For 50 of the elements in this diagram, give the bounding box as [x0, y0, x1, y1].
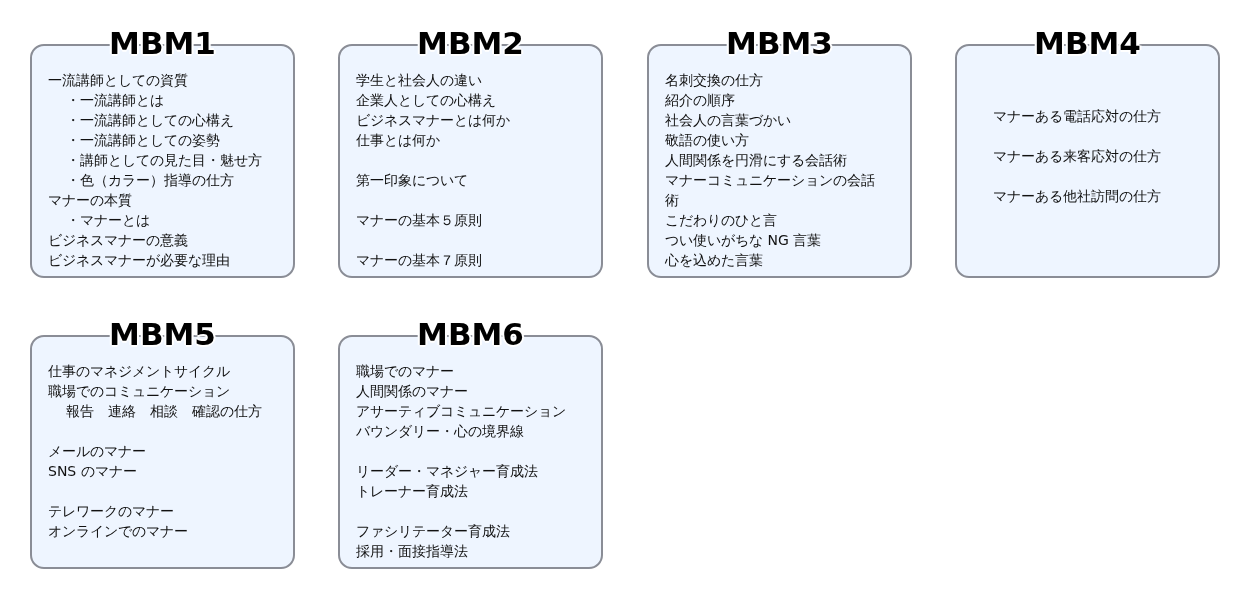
topic-item: ビジネスマナーとは何か	[356, 111, 510, 130]
topic-item: 職場でのコミュニケーション	[48, 382, 230, 401]
topic-item: ファシリテーター育成法	[356, 522, 510, 541]
topic-item: ビジネスマナーの意義	[48, 231, 188, 250]
topic-item: 名刺交換の仕方	[665, 71, 763, 90]
topic-item: リーダー・マネジャー育成法	[356, 462, 538, 481]
topic-item: マナーコミュニケーションの会話術	[665, 171, 875, 210]
topic-item: こだわりのひと言	[665, 211, 777, 230]
topic-item: ・マナーとは	[66, 211, 150, 230]
topic-item: 紹介の順序	[665, 91, 735, 110]
topic-item: 心を込めた言葉	[665, 251, 763, 270]
topic-item: 一流講師としての資質	[48, 71, 188, 90]
topic-item: ・色（カラー）指導の仕方	[66, 171, 234, 190]
topic-item: 職場でのマナー	[356, 362, 454, 381]
card-heading: MBM3	[726, 26, 833, 60]
topic-item: オンラインでのマナー	[48, 522, 188, 541]
topic-item: 社会人の言葉づかい	[665, 111, 791, 130]
topic-item: SNS のマナー	[48, 462, 137, 481]
card-heading: MBM6	[417, 317, 524, 351]
topic-item: テレワークのマナー	[48, 502, 174, 521]
card-heading: MBM1	[109, 26, 216, 60]
topic-item: 採用・面接指導法	[356, 542, 468, 561]
topic-item: 仕事のマネジメントサイクル	[48, 362, 230, 381]
card-heading: MBM4	[1034, 26, 1141, 60]
topic-item: マナーある来客応対の仕方	[993, 147, 1161, 166]
topic-item: ・一流講師とは	[66, 91, 164, 110]
topic-item: マナーある他社訪問の仕方	[993, 187, 1161, 206]
topic-item: 敬語の使い方	[665, 131, 749, 150]
topic-item: アサーティブコミュニケーション	[356, 402, 566, 421]
topic-item: ・一流講師としての姿勢	[66, 131, 220, 150]
topic-item: ビジネスマナーが必要な理由	[48, 251, 230, 270]
topic-item: 第一印象について	[356, 171, 468, 190]
topic-item: ・一流講師としての心構え	[66, 111, 234, 130]
topic-item: ・講師としての見た目・魅せ方	[66, 151, 262, 170]
topic-item: つい使いがちな NG 言葉	[665, 231, 822, 250]
topic-item: 学生と社会人の違い	[356, 71, 482, 90]
topic-item: トレーナー育成法	[356, 482, 468, 501]
topic-item: 人間関係のマナー	[356, 382, 468, 401]
topic-item: メールのマナー	[48, 442, 146, 461]
topic-item: マナーの基本５原則	[356, 211, 482, 230]
topic-item: 企業人としての心構え	[356, 91, 496, 110]
topic-item: 報告 連絡 相談 確認の仕方	[66, 402, 262, 421]
topic-item: マナーある電話応対の仕方	[993, 107, 1161, 126]
topic-item: マナーの基本７原則	[356, 251, 482, 270]
topic-item: 仕事とは何か	[356, 131, 440, 150]
topic-item: 人間関係を円滑にする会話術	[665, 151, 847, 170]
card-heading: MBM5	[109, 317, 216, 351]
card-heading: MBM2	[417, 26, 524, 60]
topic-item: バウンダリー・心の境界線	[356, 422, 524, 441]
topic-item: マナーの本質	[48, 191, 132, 210]
